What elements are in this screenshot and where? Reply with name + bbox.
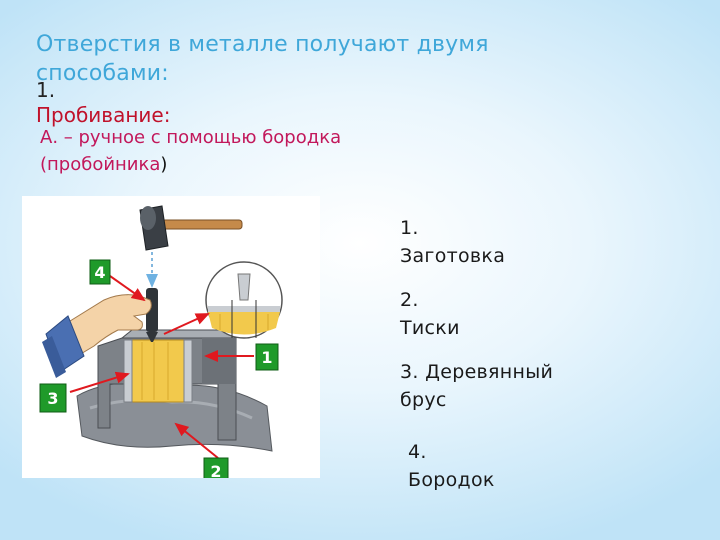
slide-title: Отверстия в металле получают двумя спосо… — [36, 32, 489, 86]
method-1-number: 1. — [36, 78, 56, 102]
svg-text:1: 1 — [261, 348, 272, 367]
hand-shape — [42, 294, 152, 378]
svg-text:2: 2 — [210, 462, 221, 478]
svg-text:3: 3 — [47, 389, 58, 408]
punching-diagram: 4 1 3 2 — [39, 205, 283, 485]
legend-item-3-label: Деревянный брус — [400, 361, 554, 411]
wooden-block-shape — [123, 339, 193, 403]
svg-text:4: 4 — [94, 263, 105, 282]
method-1a-text: А. – ручное с помощью бородка (пробойник… — [40, 127, 342, 175]
legend-item-2-number: 2. — [400, 289, 419, 311]
legend-item-1: 1. Заготовка — [400, 214, 505, 270]
method-1a-description: А. – ручное с помощью бородка (пробойник… — [40, 124, 440, 178]
pointer-arrow-3 — [69, 371, 130, 393]
pointer-arrow-inset — [163, 313, 210, 335]
method-1-label: Пробивание: — [36, 103, 171, 127]
badge-3: 3 — [39, 383, 67, 413]
legend-item-2-label: Тиски — [400, 317, 460, 339]
method-1-heading: 1. Пробивание: — [36, 78, 256, 128]
punching-illustration: 4 1 3 2 — [22, 196, 320, 485]
legend-item-3: 3. Деревянный брус — [400, 358, 590, 414]
hammer-icon — [139, 205, 243, 251]
legend-item-2: 2. Тиски — [400, 286, 460, 342]
legend-item-1-label: Заготовка — [400, 245, 506, 267]
detail-inset-circle — [205, 261, 283, 339]
legend-item-1-number: 1. — [400, 217, 419, 239]
strike-arrow-icon — [146, 274, 158, 288]
badge-1: 1 — [255, 343, 279, 371]
badge-2: 2 — [203, 457, 229, 485]
pointer-arrow-4 — [109, 275, 146, 302]
legend-item-4-number: 4. — [408, 441, 427, 463]
pointer-arrow-2 — [174, 422, 219, 459]
badge-4: 4 — [89, 259, 111, 285]
legend-item-4: 4. Бородок — [408, 438, 495, 494]
punch-tool-shape — [146, 288, 158, 342]
legend-item-4-label: Бородок — [408, 469, 495, 491]
legend-item-3-number: 3. — [400, 361, 419, 383]
method-1a-close-paren: ) — [160, 154, 168, 175]
